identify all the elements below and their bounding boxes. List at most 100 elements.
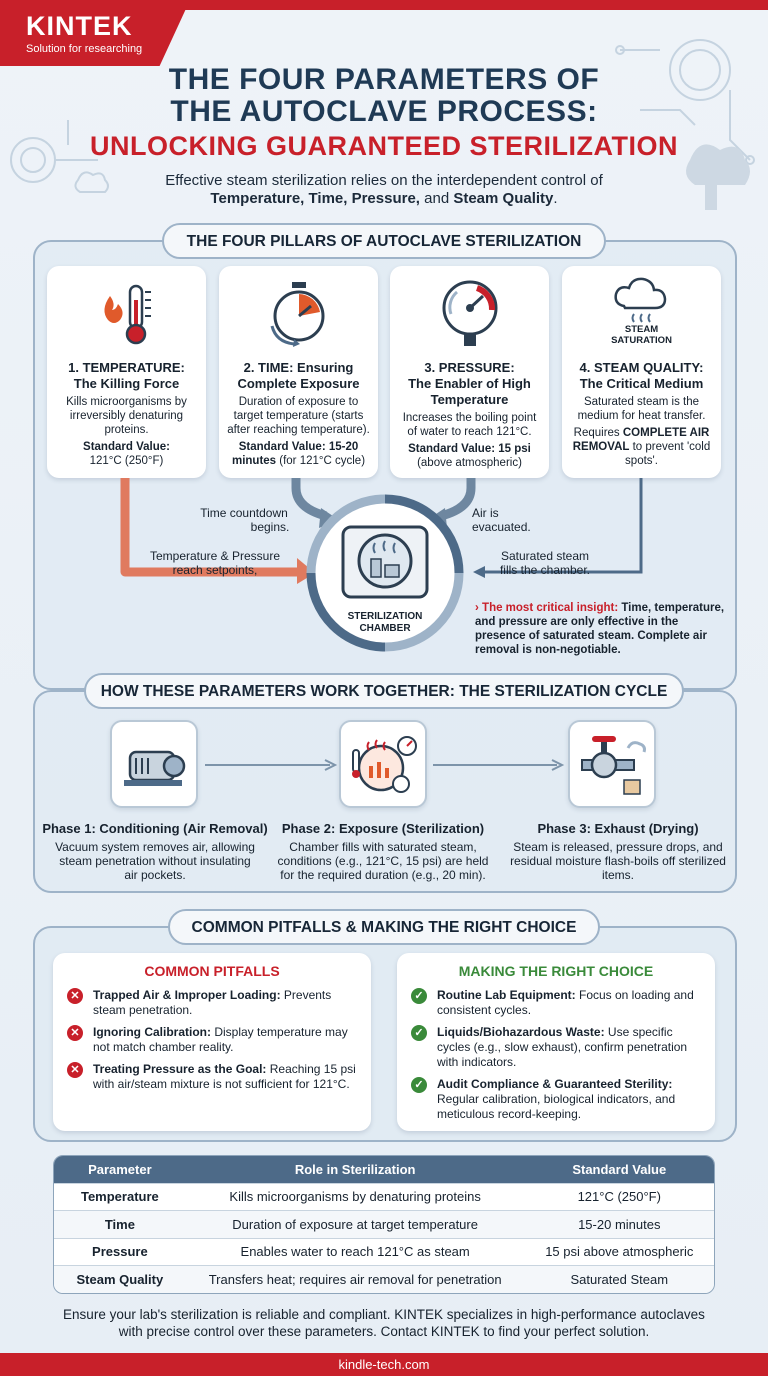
choice-1-bold: Routine Lab Equipment:: [437, 988, 576, 1002]
pillar-4-title-1: 4. STEAM QUALITY:: [579, 360, 704, 375]
pillar-1-body: Kills microorganisms by irreversibly den…: [66, 396, 187, 436]
pitfall-2-bold: Ignoring Calibration:: [93, 1025, 211, 1039]
pitfall-item-3: ✕ Treating Pressure as the Goal: Reaching…: [67, 1062, 363, 1092]
intro-line-2: Temperature, Time, Pressure, and Steam Q…: [0, 190, 768, 207]
flow-air-is: Air is: [472, 506, 499, 520]
pillar-3-std-value: (above atmospheric): [417, 457, 522, 469]
flow-fills-chamber: fills the chamber.: [499, 563, 591, 577]
intro-bold-1: Temperature, Time, Pressure,: [210, 190, 420, 207]
footer-url-link[interactable]: kindle-tech.com: [0, 1353, 768, 1376]
pillar-4-req-2: to prevent 'cold spots'.: [625, 441, 711, 467]
steam-saturation-label-1: STEAM: [624, 324, 659, 335]
vacuum-pump-icon: [124, 750, 186, 786]
pillar-2-std-value: minutes (for 121°C cycle): [227, 454, 370, 468]
pillar-card-pressure: 3. PRESSURE: The Enabler of High Tempera…: [390, 266, 549, 478]
table-cell: 121°C (250°F): [524, 1182, 714, 1211]
pillar-1-title-2: The Killing Force: [73, 376, 180, 391]
page-title-line-1: THE FOUR PARAMETERS OF: [168, 63, 600, 96]
phase-2-icon-box: [339, 720, 427, 808]
pitfall-item-1: ✕ Trapped Air & Improper Loading: Prevent…: [67, 988, 358, 1018]
brand-tagline: Solution for researching: [26, 43, 143, 55]
table-cell: Duration of exposure at target temperatu…: [185, 1210, 525, 1238]
sterilization-chamber-icon: [306, 494, 464, 652]
choice-2-text: Use specific cycles (e.g., slow exhaust)…: [437, 1025, 688, 1069]
x-circle-icon: ✕: [67, 1062, 83, 1078]
pillar-1-std-label-text: Standard Value:: [83, 441, 170, 453]
pitfall-1-bold: Trapped Air & Improper Loading:: [93, 988, 281, 1002]
table-cell: Kills microorganisms by denaturing prote…: [185, 1182, 525, 1211]
pillar-4-title-2: The Critical Medium: [579, 376, 704, 391]
pitfalls-title: COMMON PITFALLS: [144, 963, 280, 979]
pitfalls-heading: COMMON PITFALLS & MAKING THE RIGHT CHOIC…: [168, 909, 600, 945]
pillar-2-std-value-bold: minutes: [231, 455, 277, 467]
check-circle-icon: ✓: [411, 1025, 427, 1041]
pressure-gauge-icon: [442, 280, 498, 346]
pillar-2-title-2: Complete Exposure: [237, 376, 360, 391]
brand-name: KINTEK: [26, 11, 133, 41]
pitfall-item-2: ✕Ignoring Calibration: Display temperatu…: [67, 1025, 358, 1055]
intro-bold-2: Steam Quality: [453, 190, 554, 207]
circuit-decoration-left-icon: [10, 120, 109, 193]
insight-lead: The most critical insight:: [482, 602, 619, 614]
chamber-label-2: CHAMBER: [359, 623, 411, 634]
flow-begins: begins.: [250, 520, 290, 534]
phase-1-desc: Vacuum system removes air, allowing stea…: [55, 840, 255, 882]
choice-2-bold: Liquids/Biohazardous Waste:: [437, 1025, 605, 1039]
pillar-3-title-2: The Enabler of High: [408, 376, 531, 391]
pitfall-3-text: Reaching 15 psi with air/steam mixture i…: [93, 1062, 356, 1091]
pillar-3-title-3: Temperature: [430, 392, 509, 407]
pillar-2-std-label-text: Standard Value: 15-20: [238, 441, 359, 453]
pillar-2-title-1: 2. TIME: Ensuring: [243, 360, 354, 375]
choice-item-3: ✓Audit Compliance & Guaranteed Sterility…: [411, 1077, 707, 1122]
brand-logo[interactable]: KINTEK Solution for researching: [0, 0, 190, 66]
pillar-1-std-value: 121°C (250°F): [89, 455, 164, 467]
phase-3-desc: Steam is released, pressure drops, and r…: [510, 840, 726, 882]
phase-1-icon-box: [110, 720, 198, 808]
chamber-label-1: STERILIZATION: [347, 611, 423, 622]
table-cell: 15 psi above atmospheric: [524, 1237, 714, 1266]
pillar-4-req-bold: COMPLETE AIR REMOVAL: [572, 427, 710, 453]
insight-chevron-icon: ›: [475, 602, 479, 614]
pillar-1-std-label: Standard Value:: [55, 440, 198, 454]
flow-saturated-steam: Saturated steam: [500, 549, 590, 563]
critical-insight: › The most critical insight: Time, tempe…: [475, 601, 725, 657]
pillar-1-title-1: 1. TEMPERATURE:: [68, 360, 185, 375]
flow-arrows: [120, 478, 643, 584]
x-circle-icon: ✕: [67, 988, 83, 1004]
choice-1-text: Focus on loading and consistent cycles.: [437, 988, 694, 1017]
flow-temp-pressure: Temperature & Pressure: [149, 549, 281, 563]
insight-text: Time, temperature, and pressure are only…: [475, 602, 725, 656]
table-cell: Pressure: [54, 1237, 186, 1266]
table-cell: Time: [54, 1210, 186, 1238]
phase-2-desc: Chamber fills with saturated steam, cond…: [277, 840, 489, 882]
pitfall-2-text: Display temperature may not match chambe…: [93, 1025, 348, 1054]
flow-time-countdown: Time countdown: [200, 506, 288, 520]
table-cell: Temperature: [54, 1182, 186, 1211]
phase-2-title: Phase 2: Exposure (Sterilization): [281, 821, 485, 836]
right-choice-card: MAKING THE RIGHT CHOICE ✓ Routine Lab Equ…: [397, 953, 715, 1131]
table-header-role: Role in Sterilization: [185, 1156, 525, 1183]
chamber-thermometer-icon: [352, 736, 417, 793]
page-subtitle: UNLOCKING GUARANTEED STERILIZATION: [90, 131, 678, 161]
pillar-3-std-label-text: Standard Value: 15 psi: [408, 443, 531, 455]
parameter-table-grid: Parameter Role in Sterilization Standard…: [54, 1156, 714, 1293]
footer-cta: Ensure your lab's sterilization is relia…: [0, 1306, 768, 1340]
stopwatch-icon: [270, 282, 325, 347]
table-header-parameter: Parameter: [54, 1156, 186, 1183]
pillar-3-title-1: 3. PRESSURE:: [424, 360, 515, 375]
pitfall-3-bold: Treating Pressure as the Goal:: [93, 1062, 267, 1076]
phase-1-title: Phase 1: Conditioning (Air Removal): [42, 821, 268, 836]
pillars-heading: THE FOUR PILLARS OF AUTOCLAVE STERILIZAT…: [162, 223, 606, 259]
phase-arrows: [205, 759, 565, 771]
pitfall-1-text: Prevents steam penetration.: [93, 988, 332, 1017]
right-choice-title: MAKING THE RIGHT CHOICE: [458, 963, 654, 979]
thermometer-flame-icon: [104, 284, 151, 345]
table-cell: Saturated Steam: [524, 1265, 714, 1293]
table-header-standard: Standard Value: [524, 1156, 714, 1183]
choice-3-bold: Audit Compliance & Guaranteed Sterility:: [437, 1077, 673, 1091]
steam-saturation-label-2: SATURATION: [611, 335, 672, 346]
pillar-2-body: Duration of exposure to target temperatu…: [227, 396, 370, 436]
intro-and: and: [419, 190, 454, 207]
